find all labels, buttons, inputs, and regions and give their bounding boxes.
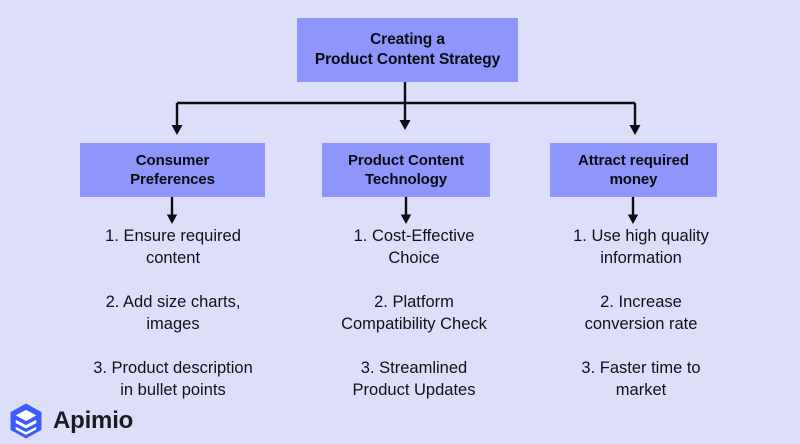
- list-item: 1. Cost-Effective Choice: [353, 227, 475, 267]
- apimio-hexagon-layers-icon: [10, 403, 42, 439]
- list-consumer-preferences: 1. Ensure required content 2. Add size c…: [75, 226, 271, 402]
- list-item: 2. Add size charts, images: [105, 292, 241, 333]
- branch-box-consumer-preferences: Consumer Preferences: [80, 143, 265, 197]
- list-item: 1. Ensure required content: [105, 227, 241, 267]
- brand-name: Apimio: [53, 407, 134, 434]
- title-box: Creating a Product Content Strategy: [297, 18, 518, 82]
- list-item: 3. Streamlined Product Updates: [352, 358, 476, 399]
- branch-box-product-content-technology: Product Content Technology: [322, 143, 490, 197]
- arrowheads: [166, 120, 641, 224]
- technology-arrowhead: [400, 214, 412, 224]
- list-item: 1. Use high quality information: [573, 227, 709, 267]
- left-arrowhead: [171, 125, 183, 135]
- list-item: 3. Faster time to market: [581, 358, 701, 399]
- list-item: 3. Product description in bullet points: [93, 358, 253, 399]
- list-item: 2. Increase conversion rate: [584, 292, 698, 333]
- consumer-arrowhead: [166, 214, 178, 224]
- list-attract-required-money: 1. Use high quality information 2. Incre…: [543, 226, 739, 402]
- center-arrowhead: [399, 120, 411, 130]
- brand-logo: Apimio: [8, 402, 133, 440]
- right-arrowhead: [629, 125, 641, 135]
- list-item: 2. Platform Compatibility Check: [341, 292, 487, 333]
- money-arrowhead: [627, 214, 639, 224]
- branch-box-attract-required-money: Attract required money: [550, 143, 717, 197]
- list-product-content-technology: 1. Cost-Effective Choice 2. Platform Com…: [316, 226, 512, 402]
